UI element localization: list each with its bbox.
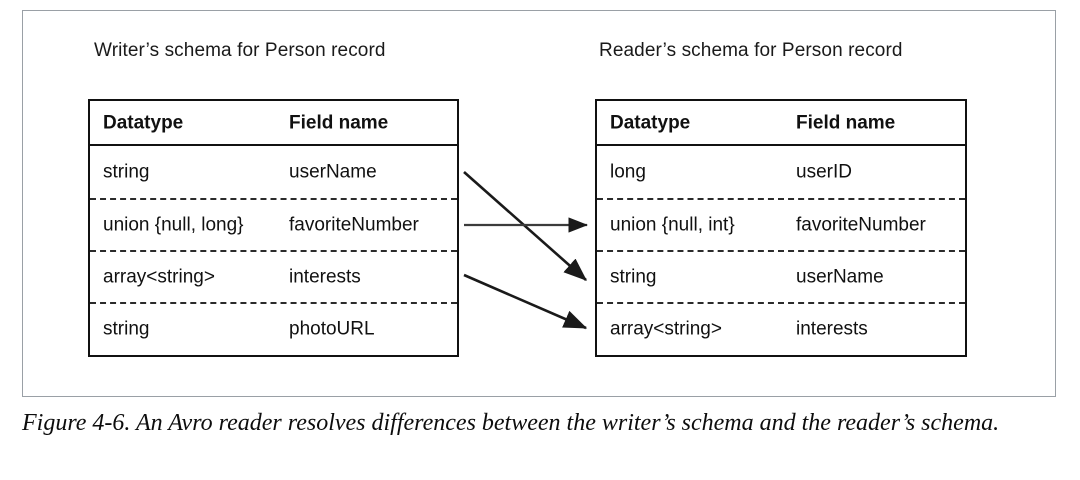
table-row: union {null, long} favoriteNumber: [90, 198, 457, 250]
reader-row-1-datatype: union {null, int}: [610, 214, 735, 236]
table-row: string photoURL: [90, 302, 457, 354]
reader-row-2-fieldname: userName: [796, 266, 884, 288]
reader-row-3-fieldname: interests: [796, 318, 868, 340]
reader-row-3-datatype: array<string>: [610, 318, 722, 340]
writer-row-0-fieldname: userName: [289, 161, 377, 183]
reader-row-1-fieldname: favoriteNumber: [796, 214, 926, 236]
reader-schema-caption: Reader’s schema for Person record: [599, 40, 903, 61]
writer-table-header: Datatype Field name: [90, 101, 457, 146]
table-row: string userName: [90, 146, 457, 198]
writer-row-2-datatype: array<string>: [103, 266, 215, 288]
reader-header-datatype: Datatype: [610, 112, 691, 133]
writer-header-datatype: Datatype: [103, 112, 184, 133]
reader-table-header: Datatype Field name: [597, 101, 965, 146]
table-row: string userName: [597, 250, 965, 302]
reader-schema-table: Datatype Field name long userID union {n…: [595, 99, 967, 357]
reader-row-0-fieldname: userID: [796, 161, 852, 183]
writer-row-3-datatype: string: [103, 318, 150, 340]
table-row: array<string> interests: [90, 250, 457, 302]
table-row: long userID: [597, 146, 965, 198]
writer-row-3-fieldname: photoURL: [289, 318, 375, 340]
writer-schema-caption: Writer’s schema for Person record: [94, 40, 386, 61]
writer-row-1-fieldname: favoriteNumber: [289, 214, 419, 236]
writer-row-1-datatype: union {null, long}: [103, 214, 244, 236]
writer-row-0-datatype: string: [103, 161, 150, 183]
reader-row-2-datatype: string: [610, 266, 657, 288]
figure-caption: Figure 4-6. An Avro reader resolves diff…: [22, 410, 1000, 436]
writer-schema-table: Datatype Field name string userName unio…: [88, 99, 459, 357]
writer-header-fieldname: Field name: [289, 112, 389, 133]
table-row: union {null, int} favoriteNumber: [597, 198, 965, 250]
table-row: array<string> interests: [597, 302, 965, 354]
writer-row-2-fieldname: interests: [289, 266, 361, 288]
figure-frame: Writer’s schema for Person record Reader…: [22, 10, 1056, 397]
reader-header-fieldname: Field name: [796, 112, 896, 133]
reader-row-0-datatype: long: [610, 161, 646, 183]
